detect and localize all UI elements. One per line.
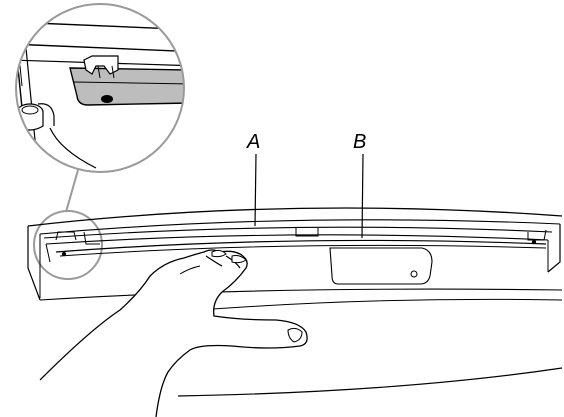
callout-a-leader [254,153,257,227]
connector-line [65,169,79,213]
detail-magnifier [15,3,185,173]
hand [39,249,308,417]
detail-target [33,169,103,280]
detail-circle [15,3,185,173]
target-circle [33,210,103,280]
mounting-bracket [69,67,184,106]
rail-a [43,226,553,239]
label-plate [329,247,433,285]
callout-b-label: B [353,131,366,153]
screw-hole [101,95,113,103]
callout-a: A [246,131,260,227]
callout-b: B [353,131,366,239]
strip-b [55,239,547,253]
callout-b-leader [361,153,364,239]
clip-tab [83,55,119,75]
detail-magnified-view [16,21,184,169]
callout-a-label: A [246,131,260,153]
center-tab [295,228,319,237]
